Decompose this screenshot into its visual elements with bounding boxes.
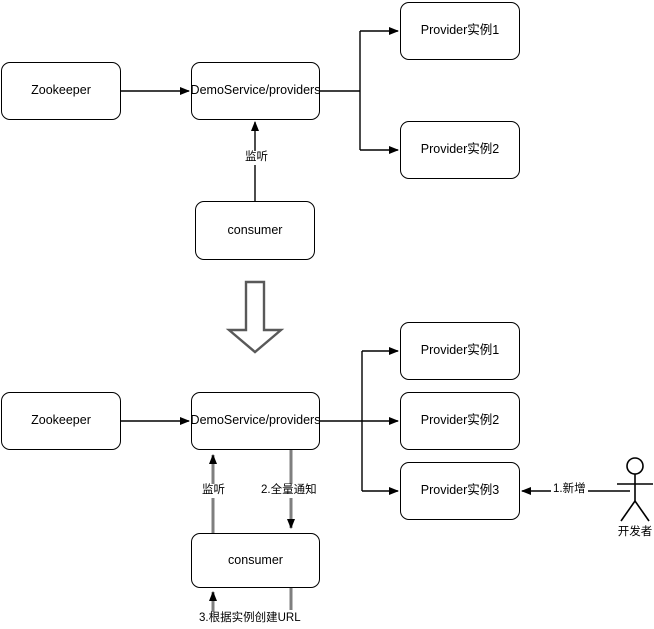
node-label: Zookeeper xyxy=(31,413,91,428)
developer-leg-left-icon xyxy=(620,500,636,522)
node-provider-instance-3-after[interactable]: Provider实例3 xyxy=(400,462,520,520)
node-label: Provider实例2 xyxy=(420,413,500,428)
node-label: Provider实例3 xyxy=(420,483,500,498)
node-label: Provider实例1 xyxy=(420,23,500,38)
node-provider-instance-1-before[interactable]: Provider实例1 xyxy=(400,2,520,60)
node-label: Provider实例1 xyxy=(420,343,500,358)
edge-label-create-url: 3.根据实例创建URL xyxy=(197,612,303,626)
node-label: consumer xyxy=(228,552,283,567)
developer-head-icon xyxy=(626,457,644,475)
edge-label-add-new: 1.新增 xyxy=(551,483,588,497)
node-label: Zookeeper xyxy=(31,83,91,98)
edge-label-watch-before: 监听 xyxy=(243,151,270,165)
node-consumer-before[interactable]: consumer xyxy=(195,201,315,260)
developer-actor-icon xyxy=(617,457,653,522)
node-demoservice-providers-after[interactable]: DemoService/providers xyxy=(191,392,320,450)
node-provider-instance-1-after[interactable]: Provider实例1 xyxy=(400,322,520,380)
edges-after-section xyxy=(121,347,630,495)
node-label: consumer xyxy=(227,222,283,237)
developer-leg-right-icon xyxy=(634,500,650,522)
edge-label-watch-after: 监听 xyxy=(200,484,227,498)
down-block-arrow-icon xyxy=(225,280,285,354)
node-zookeeper-after[interactable]: Zookeeper xyxy=(1,392,121,450)
node-consumer-after[interactable]: consumer xyxy=(191,533,320,588)
transition-block-arrow xyxy=(225,280,285,354)
node-demoservice-providers-before[interactable]: DemoService/providers xyxy=(191,62,320,120)
node-label: DemoService/providers xyxy=(190,83,321,98)
actor-label-developer: 开发者 xyxy=(617,526,653,538)
node-zookeeper-before[interactable]: Zookeeper xyxy=(1,62,121,120)
node-label: Provider实例2 xyxy=(420,142,500,157)
node-label: DemoService/providers xyxy=(190,413,321,428)
node-provider-instance-2-after[interactable]: Provider实例2 xyxy=(400,392,520,450)
edge-label-notify-all: 2.全量通知 xyxy=(259,484,319,498)
node-provider-instance-2-before[interactable]: Provider实例2 xyxy=(400,121,520,179)
